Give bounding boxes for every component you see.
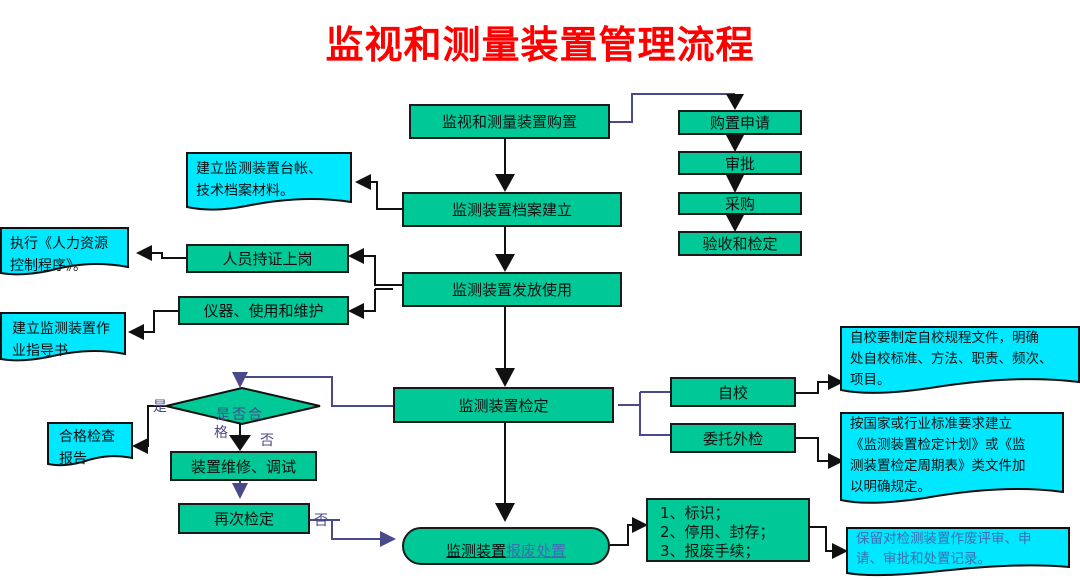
doc-line: 测装置检定周期表》类文件加 xyxy=(850,458,1026,474)
doc-line: 项目。 xyxy=(850,372,891,388)
doc-line: 按国家或行业标准要求建立 xyxy=(850,416,1012,432)
scrap-step: 1、标识； xyxy=(660,504,730,522)
doc-line: 业指导书 xyxy=(12,343,68,359)
doc-line: 合格检查 xyxy=(59,429,115,445)
arrow-head xyxy=(495,368,515,387)
certified-label: 人员持证上岗 xyxy=(222,250,313,268)
purchase-step-apply: 购置申请 xyxy=(678,110,802,135)
arrow-head xyxy=(495,254,515,272)
doc-line: 保留对检测装置作废评审、申 xyxy=(856,531,1032,547)
verify-label: 监测装置检定 xyxy=(458,396,549,415)
verify-process: 监测装置检定 xyxy=(393,387,614,423)
scrap-step: 2、停用、封存； xyxy=(660,523,775,541)
arrow-head xyxy=(495,503,515,522)
purchase-step-label: 采购 xyxy=(724,195,755,213)
purchase-step-accept: 验收和检定 xyxy=(678,231,802,256)
external-check-document: 按国家或行业标准要求建立《监测装置检定计划》或《监测装置检定周期表》类文件加以明… xyxy=(840,412,1064,506)
purchase-step-buy: 采购 xyxy=(678,192,802,215)
self-check-label: 自校 xyxy=(717,383,748,402)
external-check-label: 委托外检 xyxy=(702,429,763,448)
recheck-no-label: 否 xyxy=(314,513,328,529)
repair-process: 装置维修、调试 xyxy=(170,451,317,481)
recheck-label: 再次检定 xyxy=(213,510,274,528)
doc-line: 报告 xyxy=(59,451,87,467)
repair-label: 装置维修、调试 xyxy=(190,457,296,476)
purchase-step-approve: 审批 xyxy=(678,151,802,175)
purchase-step-label: 验收和检定 xyxy=(702,235,778,253)
archive-process: 监测装置档案建立 xyxy=(402,192,622,227)
decision-yes-label: 是 xyxy=(153,399,167,415)
decision-diamond xyxy=(165,386,321,426)
decision-no-label: 否 xyxy=(260,433,274,449)
doc-line: 自校要制定自校规程文件，明确 xyxy=(850,330,1039,346)
doc-line: 《监测装置检定计划》或《监 xyxy=(850,437,1026,453)
purchase-step-label: 审批 xyxy=(724,154,755,173)
hr-document: 执行《人力资源控制程序》。 xyxy=(0,227,129,277)
scrap-step: 3、报废手续； xyxy=(660,542,760,560)
certified-process: 人员持证上岗 xyxy=(186,244,349,273)
purchase-label: 监视和测量装置购置 xyxy=(441,113,577,131)
scrap-label-prefix: 监测装置 xyxy=(445,542,506,560)
purchase-step-label: 购置申请 xyxy=(709,114,770,132)
instruction-document: 建立监测装置作业指导书 xyxy=(0,312,126,362)
ledger-document: 建立监测装置台帐、技术档案材料。 xyxy=(186,152,352,212)
main-arrows xyxy=(495,138,515,522)
doc-line: 建立监测装置台帐、 xyxy=(196,161,322,177)
archive-label: 监测装置档案建立 xyxy=(451,201,572,219)
decision-text-line2: 格 xyxy=(214,425,228,441)
self-check-process: 自校 xyxy=(670,377,796,407)
doc-line: 技术档案材料。 xyxy=(196,183,294,199)
maintenance-label: 仪器、使用和维护 xyxy=(203,302,324,320)
doc-line: 控制程序》。 xyxy=(10,258,87,274)
doc-line: 建立监测装置作 xyxy=(12,321,110,337)
arrow-head xyxy=(495,174,515,192)
scrap-label-suffix: 报废处置 xyxy=(506,542,567,560)
decision-text: 是否合 xyxy=(216,407,264,423)
page-title: 监视和测量装置管理流程 xyxy=(325,23,755,67)
doc-line: 处自校标准、方法、职责、频次、 xyxy=(850,351,1053,367)
recheck-process: 再次检定 xyxy=(178,503,310,534)
purchase-process: 监视和测量装置购置 xyxy=(409,104,610,139)
records-document: 保留对检测装置作废评审、申请、审批和处置记录。 xyxy=(846,527,1070,577)
scrap-terminator: 监测装置报废处置 xyxy=(402,527,610,565)
self-check-document: 自校要制定自校规程文件，明确处自校标准、方法、职责、频次、项目。 xyxy=(840,326,1080,396)
doc-line: 执行《人力资源 xyxy=(10,236,108,252)
doc-line: 以明确规定。 xyxy=(850,479,931,495)
doc-line: 请、审批和处置记录。 xyxy=(856,551,991,567)
external-check-process: 委托外检 xyxy=(670,423,796,453)
issue-process: 监测装置发放使用 xyxy=(402,272,622,307)
report-document: 合格检查报告 xyxy=(47,422,133,468)
issue-label: 监测装置发放使用 xyxy=(451,281,572,299)
maintenance-process: 仪器、使用和维护 xyxy=(178,296,349,325)
scrap-steps: 1、标识； 2、停用、封存； 3、报废手续； xyxy=(646,498,810,562)
